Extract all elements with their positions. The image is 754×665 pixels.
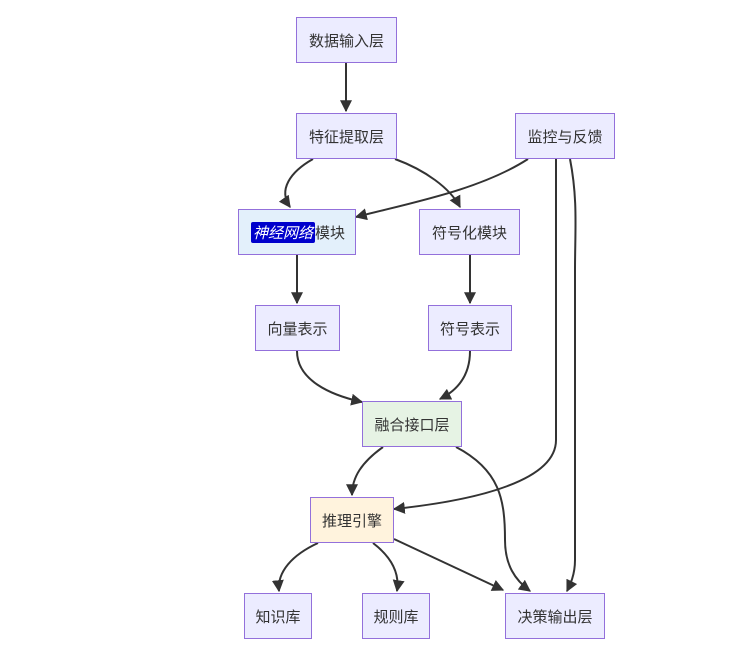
edge-reasoning-to-knowledge [271, 542, 319, 593]
edge-reasoning-to-rule [372, 542, 405, 593]
edge-monitor-to-neural [354, 158, 529, 221]
edge-fusion-to-decision [455, 446, 531, 592]
edge-symbol-repr-to-fusion [438, 350, 471, 400]
node-data-input: 数据输入层 [296, 17, 397, 63]
edge-feature-to-symbolic [394, 158, 461, 209]
edge-reasoning-to-decision [393, 538, 505, 591]
node-symbolic-module-label: 符号化模块 [431, 223, 507, 242]
node-monitor-feedback-label: 监控与反馈 [527, 127, 603, 146]
node-data-input-label: 数据输入层 [308, 31, 384, 50]
node-decision-output-label: 决策输出层 [517, 607, 593, 626]
edge-monitor-to-reasoning [392, 159, 557, 514]
node-knowledge-base-label: 知识库 [255, 607, 301, 626]
edge-vector-to-fusion [296, 350, 364, 406]
node-reasoning-engine: 推理引擎 [310, 497, 394, 543]
node-symbolic-module: 符号化模块 [419, 209, 520, 255]
node-vector-representation-label: 向量表示 [267, 319, 328, 338]
node-knowledge-base: 知识库 [244, 593, 312, 639]
node-feature-extraction-label: 特征提取层 [308, 127, 384, 146]
node-decision-output: 决策输出层 [505, 593, 605, 639]
node-vector-representation: 向量表示 [255, 305, 340, 351]
node-fusion-interface: 融合接口层 [362, 401, 462, 447]
node-fusion-interface-label: 融合接口层 [374, 415, 450, 434]
node-rule-base-label: 规则库 [373, 607, 419, 626]
node-neural-module: 神经网络 模块 [238, 209, 356, 255]
edge-fusion-to-reasoning [346, 446, 384, 497]
node-symbol-representation-label: 符号表示 [439, 319, 500, 338]
node-rule-base: 规则库 [362, 593, 430, 639]
node-neural-highlight-label: 神经网络 [251, 221, 316, 243]
node-feature-extraction: 特征提取层 [296, 113, 397, 159]
node-monitor-feedback: 监控与反馈 [515, 113, 615, 159]
edge-feature-to-neural [278, 158, 314, 208]
node-neural-suffix-label: 模块 [315, 223, 346, 242]
edge-monitor-to-decision [566, 158, 578, 593]
node-reasoning-engine-label: 推理引擎 [321, 511, 382, 530]
node-symbol-representation: 符号表示 [428, 305, 512, 351]
